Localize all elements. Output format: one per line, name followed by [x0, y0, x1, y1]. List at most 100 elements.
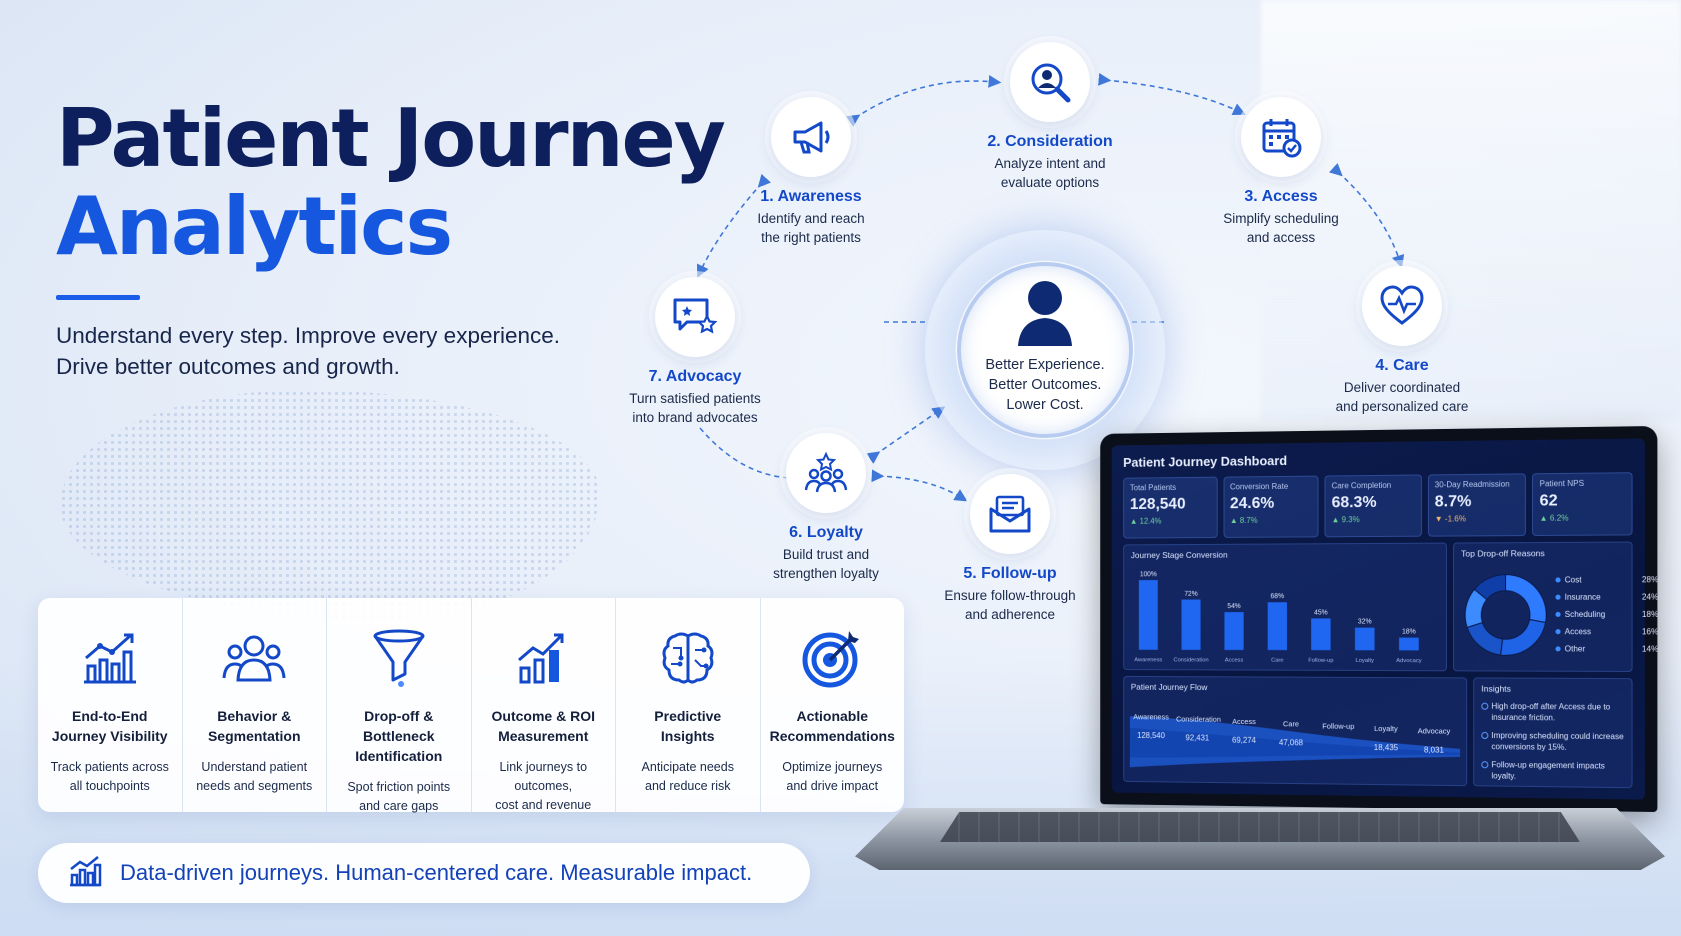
center-value-circle: Better Experience. Better Outcomes. Lowe… [957, 262, 1133, 438]
flow-stage-value: 8,031 [1423, 745, 1445, 755]
conversion-category-label: Loyalty [1355, 658, 1374, 664]
kpi-delta: ▲ 6.2% [1539, 513, 1569, 523]
footer-banner: Data-driven journeys. Human-centered car… [38, 843, 810, 903]
conversion-bar [1267, 602, 1287, 651]
reason-name: Scheduling [1555, 606, 1605, 623]
kpi-value: 68.3% [1331, 493, 1377, 512]
review-stars-icon [655, 277, 735, 357]
stage-label: 4. Care [1375, 357, 1429, 374]
conversion-value-label: 68% [1271, 593, 1285, 600]
stage-label: 1. Awareness [760, 188, 862, 205]
flow-stage-value: 92,431 [1185, 733, 1210, 743]
conversion-value-label: 100% [1140, 571, 1157, 578]
kpi-value: 24.6% [1229, 494, 1275, 513]
envelope-icon [970, 474, 1050, 554]
donut-slice [1506, 574, 1547, 622]
donut-slice [1500, 620, 1545, 656]
heart-pulse-icon [1362, 266, 1442, 346]
reason-name: Insurance [1555, 588, 1601, 605]
reason-pct: 28% [1641, 575, 1659, 585]
flow-stage-value: 47,068 [1278, 738, 1303, 748]
conversion-bar [1224, 612, 1244, 651]
reason-name: Other [1555, 640, 1585, 657]
flow-stage-value: 128,540 [1137, 730, 1165, 741]
tagline: Understand every step. Improve every exp… [56, 320, 616, 382]
page-title: Patient Journey Analytics [56, 95, 726, 271]
center-line-2: Better Outcomes. [988, 377, 1102, 393]
center-text: Better Experience. Better Outcomes. Lowe… [961, 355, 1129, 415]
conversion-value-label: 32% [1358, 619, 1372, 626]
insight-item: Improving scheduling could increase conv… [1481, 730, 1624, 754]
insight-item: Follow-up engagement impacts loyalty. [1481, 759, 1624, 783]
laptop-keyboard [940, 812, 1580, 842]
conversion-bar [1354, 627, 1375, 651]
target-icon [761, 626, 905, 690]
stage-label: 6. Loyalty [789, 524, 863, 541]
conversion-value-label: 54% [1227, 603, 1240, 610]
conversion-bar [1138, 580, 1158, 650]
flow-stage: Follow-up [1322, 721, 1355, 731]
reason-name: Access [1555, 623, 1591, 640]
reason-pct: 24% [1641, 592, 1659, 602]
conversion-value-label: 45% [1314, 609, 1328, 616]
kpi-value: 62 [1539, 492, 1558, 510]
laptop-screen: Patient Journey Dashboard Total Patients… [1100, 425, 1658, 813]
conversion-value-label: 18% [1402, 629, 1416, 636]
panel-title: Top Drop-off Reasons [1461, 548, 1545, 559]
panel-title: Insights [1481, 683, 1511, 694]
title-underline [56, 295, 140, 300]
footer-text: Data-driven journeys. Human-centered car… [120, 860, 753, 885]
stage-conversion-chart: 100%Awareness72%Consideration54%Access68… [1134, 571, 1421, 664]
kpi-delta: ▲ 8.7% [1229, 515, 1258, 526]
center-line-1: Better Experience. [985, 357, 1105, 373]
users-icon [183, 626, 327, 690]
reason-pct: 18% [1641, 609, 1659, 619]
patient-journey-dashboard: Patient Journey Dashboard Total Patients… [1111, 438, 1658, 800]
kpi-label: Care Completion [1331, 480, 1392, 491]
person-search-icon [1010, 42, 1090, 122]
conversion-category-label: Awareness [1134, 657, 1162, 663]
tagline-line-2: Drive better outcomes and growth. [56, 354, 400, 379]
feature-desc: Link journeys to outcomes,cost and reven… [495, 760, 592, 812]
center-line-3: Lower Cost. [1006, 397, 1084, 413]
stage-label: 2. Consideration [987, 133, 1113, 150]
feature-title: Behavior &Segmentation [207, 708, 301, 744]
insights-panel: Insights High drop-off after Access due … [1473, 677, 1633, 789]
stage-label: 5. Follow-up [963, 565, 1057, 582]
kpi-value: 128,540 [1129, 495, 1186, 513]
kpi-value: 8.7% [1434, 493, 1472, 511]
